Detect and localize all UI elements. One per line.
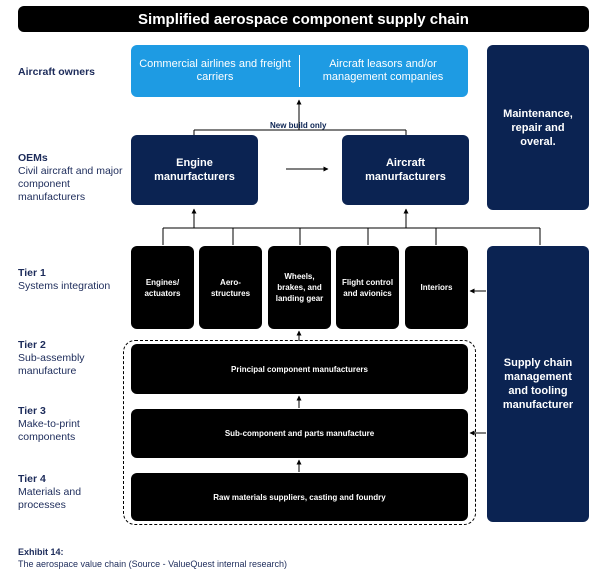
engine-manufacturers-box: Engine manurfacturers (131, 135, 258, 205)
tier1-label-interiors: Interiors (420, 283, 453, 292)
tier4-label: Raw materials suppliers, casting and fou… (213, 492, 386, 502)
supply-chain-box: Supply chain management and tooling manu… (487, 246, 589, 522)
row-label-tier1-head: Tier 1 (18, 267, 46, 279)
new-build-label: New build only (270, 121, 327, 130)
owners-box: Commercial airlines and freight carriers… (131, 45, 468, 97)
row-label-tier4-sub: Materials and processes (18, 486, 82, 511)
tier1-box-interiors: Interiors (405, 246, 468, 329)
supply-chain-label: Supply chain management and tooling manu… (502, 357, 574, 411)
aircraft-manufacturers-label: Aircraft manurfacturers (365, 157, 446, 183)
tier1-box-engines: Engines/ actuators (131, 246, 194, 329)
caption-title: Exhibit 14: (18, 547, 64, 557)
row-label-owners: Aircraft owners (18, 66, 118, 79)
row-label-owners-head: Aircraft owners (18, 66, 96, 78)
mro-label: Maintenance, repair and overal. (503, 107, 573, 148)
tier2-box: Principal component manufacturers (131, 344, 468, 394)
tier1-box-flight-control: Flight control and avionics (336, 246, 399, 329)
row-label-oems-sub: Civil aircraft and major component manuf… (18, 165, 123, 203)
owners-right-label: Aircraft leasors and/or management compa… (322, 58, 444, 83)
row-label-tier3-head: Tier 3 (18, 405, 46, 417)
owners-left-cell: Commercial airlines and freight carriers (137, 45, 293, 97)
row-label-tier2-head: Tier 2 (18, 339, 46, 351)
aircraft-manufacturers-box: Aircraft manurfacturers (342, 135, 469, 205)
tier3-box: Sub-component and parts manufacture (131, 409, 468, 458)
diagram-title: Simplified aerospace component supply ch… (18, 6, 589, 32)
tier4-box: Raw materials suppliers, casting and fou… (131, 473, 468, 521)
owners-right-cell: Aircraft leasors and/or management compa… (305, 45, 461, 97)
caption-text: The aerospace value chain (Source - Valu… (18, 559, 287, 569)
row-label-tier4: Tier 4 Materials and processes (18, 473, 118, 512)
row-label-tier1: Tier 1 Systems integration (18, 267, 118, 293)
row-label-tier3: Tier 3 Make-to-print components (18, 405, 118, 444)
engine-manufacturers-label: Engine manurfacturers (154, 157, 235, 183)
owners-divider (299, 55, 300, 87)
row-label-tier3-sub: Make-to-print components (18, 418, 80, 443)
mro-box: Maintenance, repair and overal. (487, 45, 589, 210)
row-label-oems-head: OEMs (18, 152, 48, 164)
row-label-tier2: Tier 2 Sub-assembly manufacture (18, 339, 118, 378)
tier3-label: Sub-component and parts manufacture (224, 429, 375, 438)
tier1-label-flight-control: Flight control and avionics (341, 277, 394, 298)
tier2-label: Principal component manufacturers (231, 364, 368, 374)
tier1-box-aerostructures: Aero- structures (199, 246, 262, 329)
tier1-box-wheels: Wheels, brakes, and landing gear (268, 246, 331, 329)
row-label-oems: OEMs Civil aircraft and major component … (18, 152, 123, 204)
owners-left-label: Commercial airlines and freight carriers (139, 58, 291, 83)
row-label-tier2-sub: Sub-assembly manufacture (18, 352, 85, 377)
row-label-tier1-sub: Systems integration (18, 280, 111, 292)
tier1-label-aerostructures: Aero- structures (210, 277, 251, 298)
tier1-label-engines: Engines/ actuators (144, 277, 181, 298)
row-label-tier4-head: Tier 4 (18, 473, 46, 485)
tiers-2-4-group (123, 340, 476, 525)
tier1-label-wheels: Wheels, brakes, and landing gear (275, 272, 324, 303)
